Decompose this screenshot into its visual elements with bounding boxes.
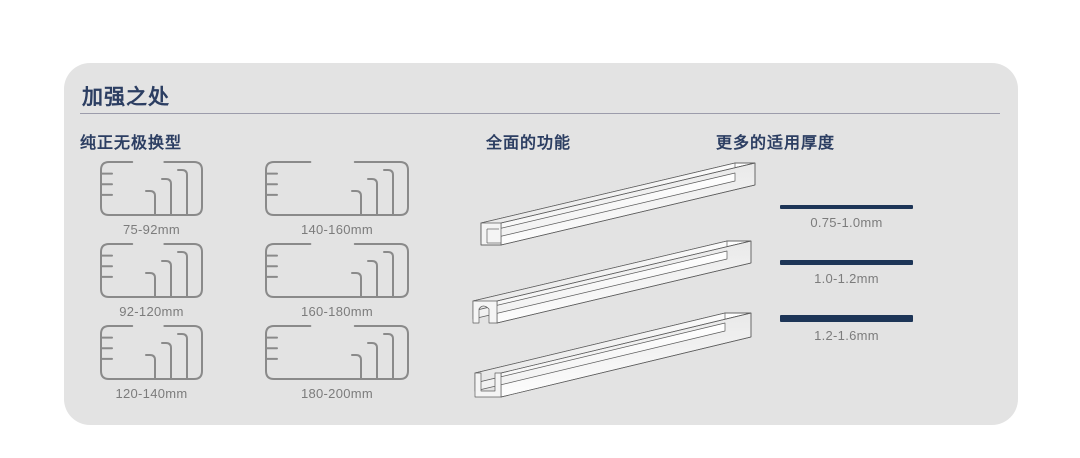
bracket-inner-fin [161,342,172,380]
bracket-size-label: 92-120mm [119,304,184,319]
bracket-size-item: 120-140mm [98,323,205,401]
bracket-inner-fin [177,333,188,380]
thickness-label: 1.0-1.2mm [814,271,879,286]
bracket-diagram [100,161,203,216]
bracket-inner-fin [351,272,362,298]
bracket-size-label: 180-200mm [300,386,374,401]
bracket-inner-fin [351,354,362,380]
page-title: 加强之处 [82,86,170,109]
bracket-inner-fin [177,169,188,216]
bracket-inner-fin [145,190,156,216]
bracket-size-label: 120-140mm [115,386,188,401]
bracket-diagram [265,325,409,380]
bracket-diagram [265,243,409,298]
steel-profile-illustrations [459,151,759,411]
thickness-label: 0.75-1.0mm [810,215,883,230]
bracket-inner-fin [367,260,378,298]
bracket-inner-fin [161,260,172,298]
bracket-inner-fin [161,178,172,216]
thickness-item: 0.75-1.0mm [780,205,913,230]
bracket-inner-fin [351,190,362,216]
bracket-size-grid: 75-92mm 140-160mm 92-120mm 160-180mm 120-140… [98,159,468,404]
bracket-inner-fin [367,178,378,216]
bracket-inner-fin [383,333,394,380]
bracket-size-item: 140-160mm [263,159,411,237]
bracket-diagram [100,243,203,298]
bracket-size-item: 75-92mm [98,159,205,237]
profiles-svg [472,162,756,398]
section-heading-thickness: 更多的适用厚度 [716,135,836,152]
title-divider [80,113,1000,114]
bracket-inner-fin [145,272,156,298]
bracket-inner-fin [177,251,188,298]
thickness-bar [780,205,913,209]
bracket-inner-fin [145,354,156,380]
bracket-outline [265,325,409,380]
bracket-inner-fin [383,169,394,216]
bracket-outline [265,243,409,298]
thickness-label: 1.2-1.6mm [814,328,879,343]
bracket-outline [265,161,409,216]
bracket-outline [100,161,203,216]
bracket-size-item: 160-180mm [263,241,411,319]
bracket-size-item: 180-200mm [263,323,411,401]
thickness-bar [780,315,913,322]
thickness-list: 0.75-1.0mm 1.0-1.2mm 1.2-1.6mm [780,205,980,385]
section-heading-profiles: 纯正无极换型 [80,135,183,152]
thickness-bar [780,260,913,265]
bracket-diagram [100,325,203,380]
feature-card: 加强之处 纯正无极换型 全面的功能 更多的适用厚度 75-92mm 140-160… [64,63,1018,425]
bracket-size-item: 92-120mm [98,241,205,319]
bracket-size-label: 140-160mm [300,222,374,237]
u-track-profile [474,312,752,398]
thickness-item: 1.2-1.6mm [780,315,913,343]
bracket-size-label: 75-92mm [122,222,181,237]
bracket-inner-fin [367,342,378,380]
thickness-item: 1.0-1.2mm [780,260,913,286]
section-heading-function: 全面的功能 [486,135,572,152]
bracket-outline [100,325,203,380]
c-stud-profile [480,162,756,246]
bracket-inner-fin [383,251,394,298]
bracket-diagram [265,161,409,216]
bracket-size-label: 160-180mm [300,304,374,319]
notched-stud-profile [472,240,752,324]
bracket-outline [100,243,203,298]
